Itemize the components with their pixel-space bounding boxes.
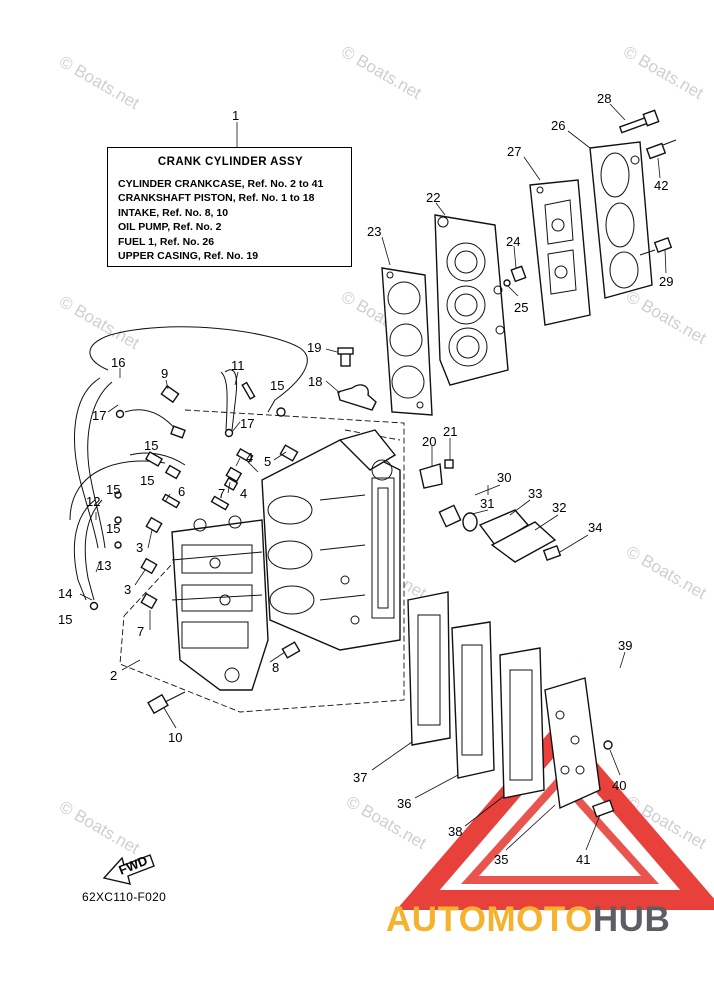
brand-part-auto: AUTO: [386, 900, 487, 939]
ref-label: 31: [480, 496, 494, 511]
ref-label: 34: [588, 520, 602, 535]
ref-label: 6: [178, 484, 185, 499]
brand-part-hub: HUB: [592, 900, 671, 939]
watermark-text: © Boats.net: [56, 292, 143, 353]
legend-line: UPPER CASING, Ref. No. 19: [118, 250, 259, 263]
legend-line: OIL PUMP, Ref. No. 2: [118, 221, 222, 234]
ref-label: 15: [140, 473, 154, 488]
ref-label: 13: [97, 558, 111, 573]
ref-label: 24: [506, 234, 520, 249]
ref-label: 15: [270, 378, 284, 393]
ref-label: 3: [124, 582, 131, 597]
ref-label: 27: [507, 144, 521, 159]
head-cover-gasket: [529, 179, 591, 326]
clip-40: [603, 740, 613, 750]
bolt-41: [591, 799, 615, 818]
diagram-code: 62XC110-F020: [82, 890, 167, 904]
ref-label: 8: [272, 660, 279, 675]
ref-label: 10: [168, 730, 182, 745]
ref-label: 28: [597, 91, 611, 106]
bolt-28: [618, 109, 660, 134]
ref-label: 26: [551, 118, 565, 133]
exhaust-plate-36: [451, 621, 495, 779]
watermark-text: © Boats.net: [620, 42, 707, 103]
ref-label: 16: [111, 355, 125, 370]
brand-wordmark: AUTOMOTOHUB: [386, 900, 670, 940]
head-cover: [589, 141, 653, 299]
legend-title: CRANK CYLINDER ASSY: [157, 156, 304, 168]
ref-label: 15: [144, 438, 158, 453]
legend-line: CRANKSHAFT PISTON, Ref. No. 1 to 18: [118, 192, 315, 205]
reference-numbers: 1 2 3 3 4 4 5 6 7 7 8 9 10 11 12 13 14 1…: [58, 91, 673, 867]
ref-label: 15: [58, 612, 72, 627]
ref-label: 17: [92, 408, 106, 423]
ref-label: 20: [422, 434, 436, 449]
ref-label: 15: [106, 482, 120, 497]
ref-label: 23: [367, 224, 381, 239]
watermark-text: © Boats.net: [56, 797, 143, 858]
ref-label: 5: [264, 454, 271, 469]
brand-part-moto: MOTO: [486, 900, 593, 939]
watermark-text: © Boats.net: [56, 52, 143, 113]
ref-label: 12: [86, 494, 100, 509]
hose-39: [581, 659, 644, 745]
ref-label: 38: [448, 824, 462, 839]
ref-label: 41: [576, 852, 590, 867]
fwd-arrow-icon: FWD: [102, 853, 155, 885]
ref-label: 7: [137, 624, 144, 639]
ref-label: 9: [161, 366, 168, 381]
cylinder-head-gasket: [381, 267, 433, 416]
small-hardware: [89, 381, 301, 715]
ref-label: 32: [552, 500, 566, 515]
ref-label: 39: [618, 638, 632, 653]
ref-label: 4: [240, 486, 247, 501]
bracket-18: [337, 347, 377, 411]
ref-label: 40: [612, 778, 626, 793]
ref-label: 18: [308, 374, 322, 389]
watermark-text: © Boats.net: [338, 42, 425, 103]
ref-label: 29: [659, 274, 673, 289]
ref-label: 17: [240, 416, 254, 431]
ref-label: 19: [307, 340, 321, 355]
exhaust-cover: [544, 677, 601, 810]
ref-label: 3: [136, 540, 143, 555]
ref-label: 36: [397, 796, 411, 811]
legend-line: FUEL 1, Ref. No. 26: [118, 235, 215, 248]
legend-line: INTAKE, Ref. No. 8, 10: [118, 206, 229, 219]
ref-label: 42: [654, 178, 668, 193]
ref-label: 37: [353, 770, 367, 785]
plug-24: [503, 265, 527, 287]
ref-label: 11: [231, 358, 245, 373]
ref-label: 22: [426, 190, 440, 205]
crankcase-lower: [171, 515, 269, 691]
bolt-29: [639, 237, 673, 256]
clip-20: [419, 459, 454, 489]
ref-label: 7: [218, 486, 225, 501]
ref-label: 15: [106, 521, 120, 536]
ref-label: 4: [246, 450, 253, 465]
watermark-text: © Boats.net: [623, 542, 710, 603]
ref-label: 14: [58, 586, 72, 601]
exhaust-gasket-38: [499, 647, 545, 799]
ref-label: 25: [514, 300, 528, 315]
ref-label: 2: [110, 668, 117, 683]
legend-line: CYLINDER CRANKCASE, Ref. No. 2 to 41: [118, 178, 324, 190]
ref-label: 35: [494, 852, 508, 867]
cylinder-block: [261, 429, 401, 651]
watermark-text: © Boats.net: [623, 287, 710, 348]
thermostat-group: [438, 504, 562, 563]
ref-label: 21: [443, 424, 457, 439]
ref-label: 30: [497, 470, 511, 485]
exhaust-gasket-37: [407, 591, 451, 746]
cylinder-head: [434, 214, 509, 386]
ref-label: 33: [528, 486, 542, 501]
assembly-legend-box: CRANK CYLINDER ASSY CYLINDER CRANKCASE, …: [107, 147, 352, 267]
spark-plug-42: [645, 139, 677, 160]
leader-lines: [79, 103, 667, 851]
watermark-text: © Boats.net: [343, 792, 430, 853]
brand-logo-mark: [396, 719, 714, 910]
ref-label: 1: [232, 108, 239, 123]
